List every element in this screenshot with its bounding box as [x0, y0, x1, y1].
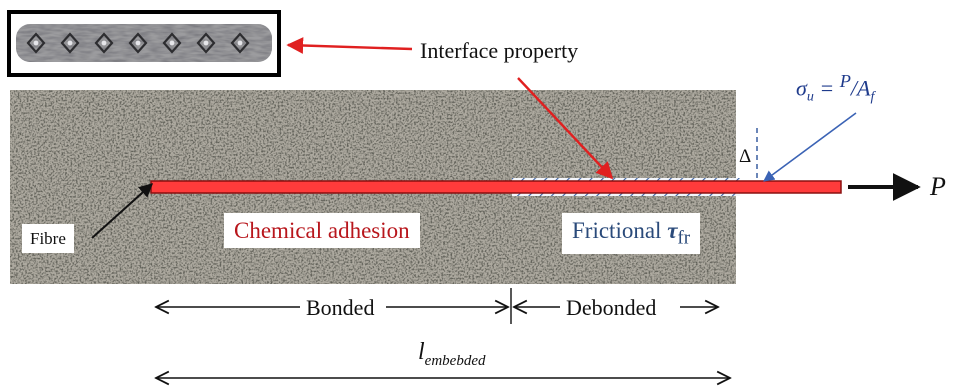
load-label: P	[930, 172, 946, 201]
interface-arrow-down	[517, 77, 614, 180]
interface-arrow-left	[286, 37, 413, 54]
slip-delta-label: Δ	[739, 146, 752, 167]
fibre-rod	[150, 180, 842, 194]
tau-subscript: fr	[677, 227, 691, 249]
interface-property-label: Interface property	[420, 38, 579, 63]
area-symbol: A	[857, 75, 871, 101]
fibre-label: Fibre	[22, 224, 74, 253]
embedded-length-label: lembebded	[418, 340, 485, 369]
fibre-pointer-arrow	[91, 183, 154, 239]
chemical-adhesion-label: Chemical adhesion	[224, 213, 420, 248]
stress-arrow	[763, 112, 857, 182]
load-symbol-in-equation: P	[839, 71, 851, 91]
stress-equation-label: σu = P/Af	[796, 72, 874, 105]
debonded-label: Debonded	[566, 295, 657, 320]
area-subscript: f	[870, 89, 875, 105]
length-subscript: embebded	[424, 352, 486, 369]
frictional-label: Frictional τfr	[562, 213, 701, 254]
sigma-symbol: σ	[796, 75, 807, 101]
bonded-label: Bonded	[306, 295, 375, 320]
length-symbol: l	[418, 339, 425, 365]
equals-sign: =	[813, 75, 840, 101]
fraction-slash: /	[850, 75, 858, 101]
sigma-subscript: u	[806, 89, 814, 105]
tau-symbol: τ	[667, 218, 678, 243]
fibre-surface-image	[7, 10, 281, 77]
frictional-text: Frictional	[572, 218, 668, 243]
